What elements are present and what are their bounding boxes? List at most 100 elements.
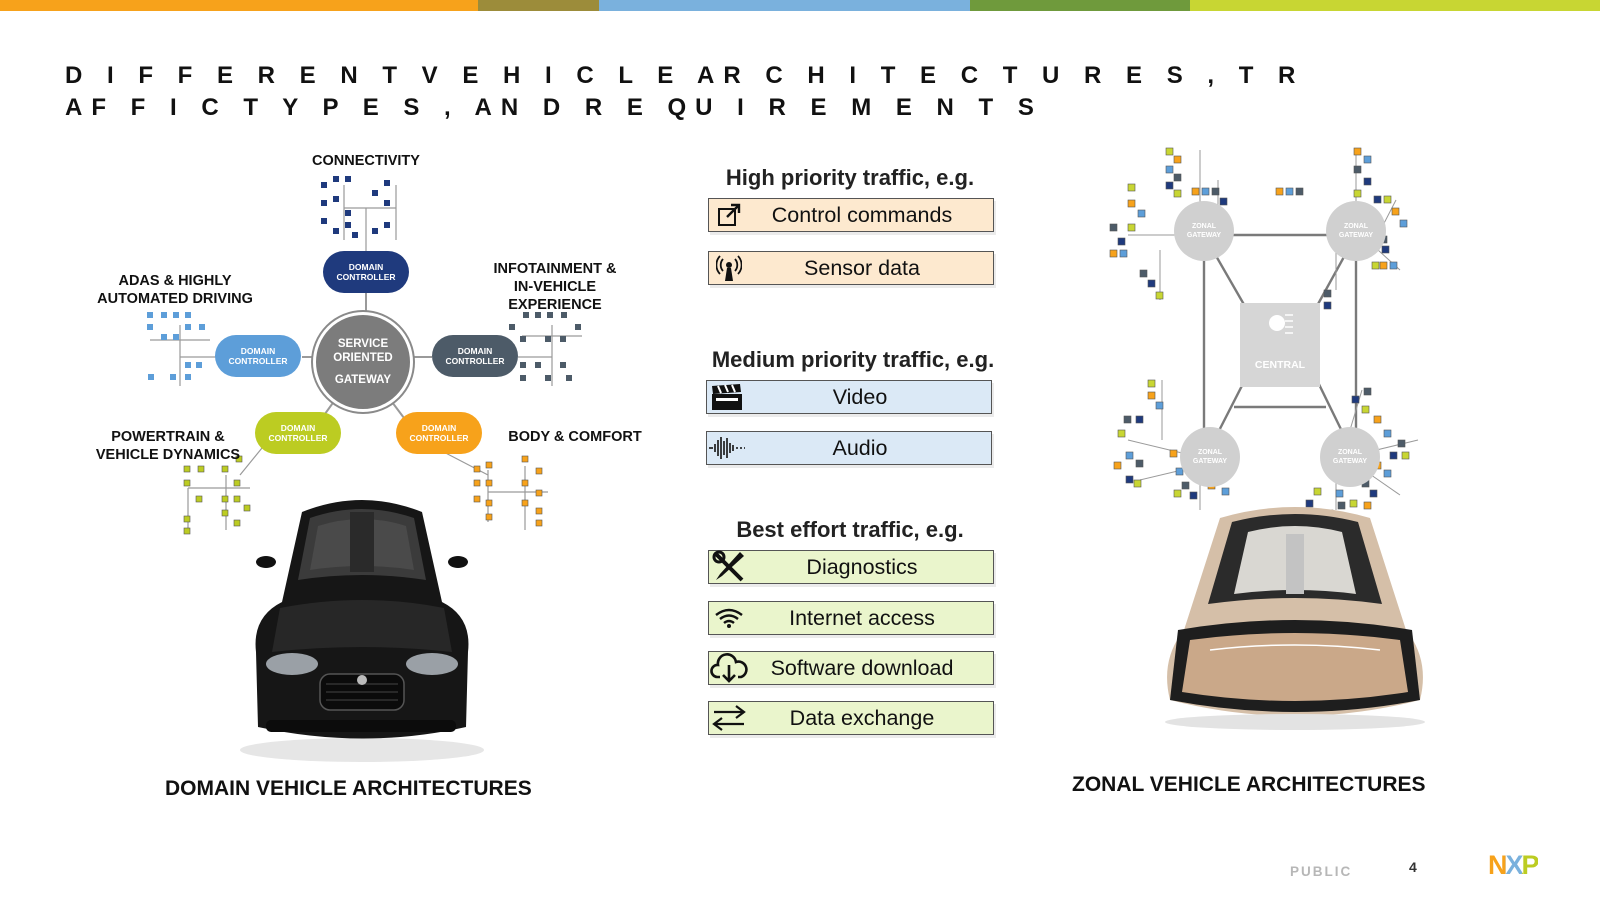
network-node bbox=[1125, 475, 1134, 484]
network-node bbox=[1383, 429, 1392, 438]
heading-high-priority: High priority traffic, e.g. bbox=[725, 165, 975, 190]
network-node bbox=[1211, 187, 1220, 196]
network-node bbox=[535, 467, 543, 475]
network-node bbox=[1383, 469, 1392, 478]
nxp-logo: NXP bbox=[1488, 850, 1540, 880]
network-node bbox=[1181, 481, 1190, 490]
network-node bbox=[199, 324, 205, 330]
network-node bbox=[1389, 451, 1398, 460]
traffic-item-diagnostics: Diagnostics bbox=[708, 550, 994, 584]
network-node bbox=[485, 479, 493, 487]
traffic-label: Data exchange bbox=[789, 705, 935, 730]
network-node bbox=[1371, 261, 1380, 270]
traffic-item-control-commands: Control commands bbox=[708, 198, 994, 232]
network-node bbox=[520, 336, 526, 342]
network-node bbox=[1165, 165, 1174, 174]
network-node bbox=[321, 218, 327, 224]
traffic-label: Sensor data bbox=[804, 255, 920, 280]
network-node bbox=[560, 336, 566, 342]
network-node bbox=[173, 334, 179, 340]
network-node bbox=[1351, 395, 1360, 404]
zonal-concept-car-image bbox=[1165, 507, 1425, 730]
network-node bbox=[1379, 261, 1388, 270]
classification-label: PUBLIC bbox=[1290, 864, 1353, 879]
domain-controller-infotainment: DOMAIN CONTROLLER bbox=[432, 335, 518, 377]
network-node bbox=[197, 465, 205, 473]
cloud-download-icon bbox=[709, 652, 749, 684]
domain-controller-powertrain: DOMAIN CONTROLLER bbox=[255, 412, 341, 454]
traffic-label: Audio bbox=[832, 435, 888, 460]
network-node bbox=[521, 499, 529, 507]
network-node bbox=[1313, 487, 1322, 496]
network-node bbox=[321, 182, 327, 188]
network-node bbox=[1113, 461, 1122, 470]
network-node bbox=[1127, 223, 1136, 232]
network-node bbox=[1285, 187, 1294, 196]
network-node bbox=[196, 362, 202, 368]
zonal-network-lines bbox=[1109, 147, 1419, 518]
network-node bbox=[1363, 177, 1372, 186]
heading-medium-priority: Medium priority traffic, e.g. bbox=[711, 347, 995, 372]
network-node bbox=[485, 513, 493, 521]
label-adas: ADAS & HIGHLY AUTOMATED DRIVING bbox=[97, 273, 253, 307]
zonal-gateway-top-right: ZONAL GATEWAY bbox=[1326, 201, 1386, 261]
network-node bbox=[1221, 487, 1230, 496]
domain-connector-lines bbox=[147, 176, 582, 535]
external-link-icon bbox=[709, 199, 749, 231]
network-node bbox=[473, 465, 481, 473]
network-node bbox=[1373, 415, 1382, 424]
service-oriented-gateway: SERVICE ORIENTED GATEWAY bbox=[313, 312, 413, 412]
gateway-line-1: SERVICE bbox=[337, 338, 389, 350]
network-node bbox=[509, 324, 515, 330]
network-node bbox=[1147, 279, 1156, 288]
network-node bbox=[1335, 489, 1344, 498]
traffic-label: Control commands bbox=[771, 202, 953, 227]
network-node bbox=[1173, 155, 1182, 164]
domain-architecture-caption: DOMAIN VEHICLE ARCHITECTURES bbox=[165, 777, 532, 800]
network-node bbox=[473, 479, 481, 487]
network-node bbox=[1165, 147, 1174, 156]
network-node bbox=[1169, 449, 1178, 458]
domain-controller-adas: DOMAIN CONTROLLER bbox=[215, 335, 301, 377]
traffic-item-internet-access: Internet access bbox=[708, 601, 994, 635]
domain-controller-body: DOMAIN CONTROLLER bbox=[396, 412, 482, 454]
network-node bbox=[185, 324, 191, 330]
bar-segment-olive bbox=[478, 0, 599, 11]
network-node bbox=[521, 455, 529, 463]
bar-segment-green bbox=[970, 0, 1190, 11]
network-node bbox=[183, 527, 191, 535]
network-node bbox=[185, 362, 191, 368]
network-node bbox=[1373, 195, 1382, 204]
network-node bbox=[321, 200, 327, 206]
network-node bbox=[173, 312, 179, 318]
network-node bbox=[183, 465, 191, 473]
network-node bbox=[147, 312, 153, 318]
traffic-label: Internet access bbox=[789, 605, 935, 630]
network-node bbox=[1363, 155, 1372, 164]
network-node bbox=[1361, 405, 1370, 414]
network-node bbox=[535, 519, 543, 527]
network-node bbox=[566, 375, 572, 381]
network-node bbox=[233, 479, 241, 487]
traffic-label: Diagnostics bbox=[806, 554, 918, 579]
bar-segment-blue bbox=[599, 0, 970, 11]
network-node bbox=[333, 228, 339, 234]
network-node bbox=[243, 504, 251, 512]
network-node bbox=[545, 375, 551, 381]
network-node bbox=[1189, 491, 1198, 500]
traffic-item-data-exchange: Data exchange bbox=[708, 701, 994, 735]
network-node bbox=[521, 479, 529, 487]
black-car-image bbox=[240, 500, 484, 762]
tools-icon bbox=[709, 550, 749, 583]
network-node bbox=[1109, 223, 1118, 232]
network-node bbox=[170, 374, 176, 380]
network-node bbox=[1305, 499, 1314, 508]
network-node bbox=[1353, 189, 1362, 198]
network-node bbox=[575, 324, 581, 330]
network-node bbox=[384, 180, 390, 186]
antenna-icon bbox=[709, 252, 749, 284]
bar-segment-lime bbox=[1190, 0, 1600, 11]
network-node bbox=[1119, 249, 1128, 258]
network-node bbox=[372, 228, 378, 234]
network-node bbox=[1337, 501, 1346, 510]
